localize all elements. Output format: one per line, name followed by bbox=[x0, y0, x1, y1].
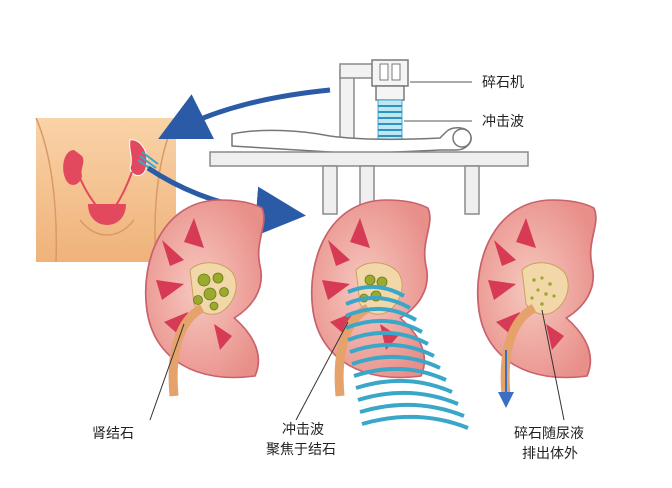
shockwave-focus-label-line1: 冲击波 bbox=[282, 422, 324, 438]
fragments-expelled-label-line2: 排出体外 bbox=[522, 446, 578, 462]
shockwave-emitter-icon bbox=[377, 99, 403, 145]
kidney-shockwave-focus bbox=[295, 199, 469, 430]
kidney-fragments-expelled bbox=[476, 199, 597, 421]
torso-bladder bbox=[88, 204, 126, 225]
pointer-arrow-to-torso bbox=[158, 87, 331, 139]
lithotripter-label: 碎石机 bbox=[482, 75, 524, 91]
lithotripter-machine bbox=[209, 59, 529, 215]
torso-left-kidney bbox=[63, 150, 84, 185]
kidney-with-stones bbox=[144, 199, 265, 421]
torso-inset bbox=[35, 117, 177, 263]
shockwave-focus-label-line2: 聚焦于结石 bbox=[266, 442, 336, 458]
shockwave-label: 冲击波 bbox=[482, 114, 524, 130]
fragments-expelled-label-line1: 碎石随尿液 bbox=[514, 426, 584, 442]
kidney-stone-label: 肾结石 bbox=[92, 426, 134, 442]
torso-right-kidney bbox=[129, 139, 148, 176]
shockwave-arcs bbox=[345, 284, 469, 430]
patient-outline bbox=[231, 127, 472, 154]
